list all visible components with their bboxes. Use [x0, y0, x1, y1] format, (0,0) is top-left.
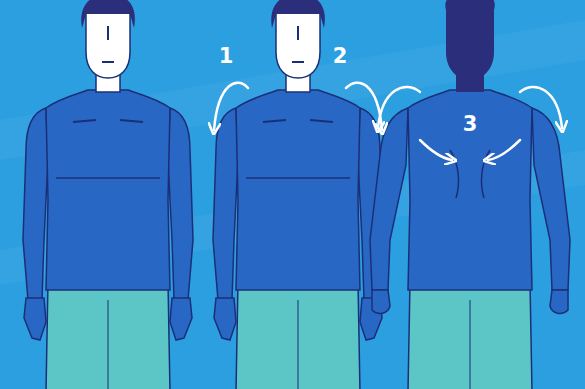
- shoulder-roll-arrow: [214, 83, 248, 130]
- motion-arrows: [214, 83, 562, 160]
- standing-figure-front: [23, 0, 193, 389]
- blade-squeeze-arrow: [420, 140, 452, 160]
- callout-number: 2: [333, 46, 348, 67]
- callout-number: 3: [463, 114, 478, 135]
- callout-wrap: 1: [219, 46, 234, 67]
- standing-figure-front: [213, 0, 383, 389]
- standing-figure-back: [370, 0, 570, 389]
- callout-wrap: 2: [333, 46, 348, 67]
- blade-squeeze-arrow: [488, 140, 520, 160]
- shoulder-roll-arrow: [520, 87, 562, 128]
- callout-wrap: 3: [463, 114, 478, 135]
- shoulder-roll-arrow: [346, 83, 382, 130]
- shoulder-roll-arrow: [378, 87, 420, 128]
- callout-number: 1: [219, 46, 234, 67]
